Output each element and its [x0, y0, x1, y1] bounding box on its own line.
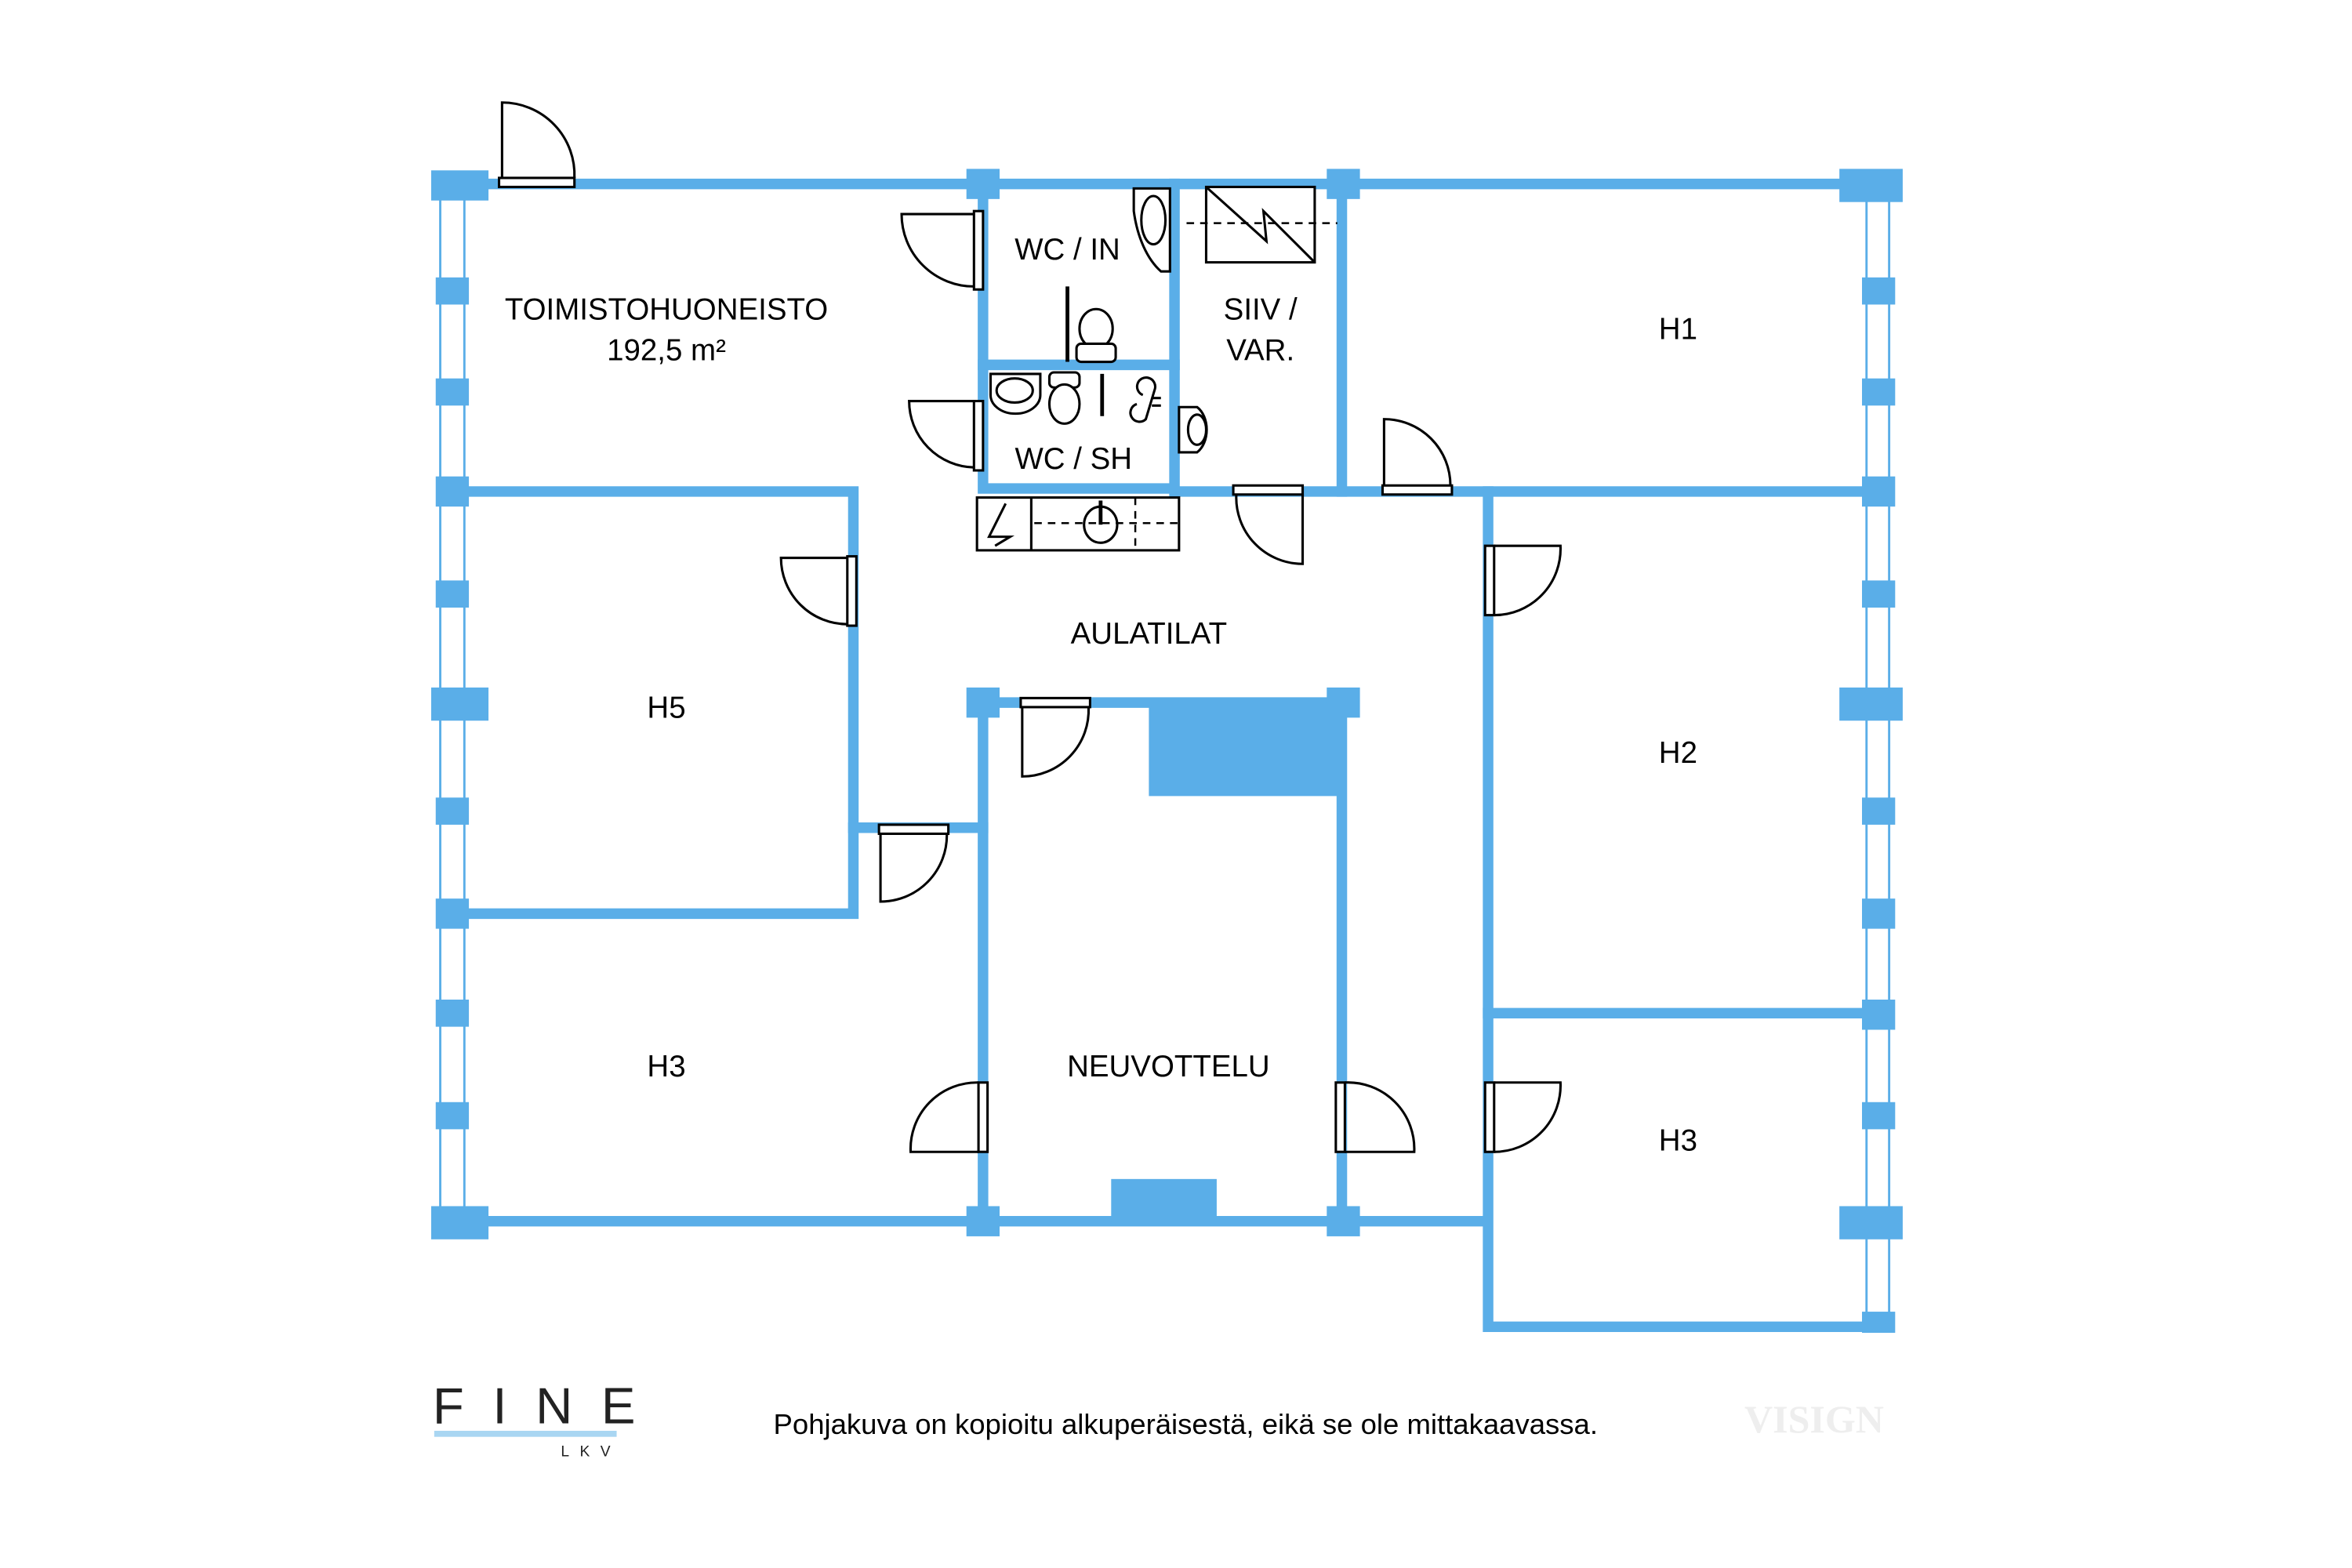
door-h3-right [1483, 1081, 1562, 1153]
fixtures [975, 185, 1338, 552]
watermark: VISIGN [1744, 1397, 1884, 1441]
door-wc-in [900, 209, 985, 291]
room-label-main: TOIMISTOHUONEISTO [505, 293, 828, 327]
room-label-h3-right: H3 [1659, 1123, 1697, 1157]
logo-subtext: LKV [561, 1444, 621, 1461]
brand-logo: FINE LKV [433, 1377, 664, 1461]
door-wc-sh [908, 400, 985, 472]
room-area: 192,5 m² [607, 334, 726, 368]
room-label-neuvottelu: NEUVOTTELU [1067, 1050, 1270, 1083]
door-siiv [1232, 484, 1305, 565]
door-h5-lower [877, 823, 950, 903]
walls [447, 178, 1887, 1333]
room-label-aula: AULATILAT [1071, 617, 1227, 651]
door-h2 [1483, 544, 1562, 617]
door-neuvottelu-top [1019, 696, 1091, 778]
room-labels: TOIMISTOHUONEISTO 192,5 m² WC / IN WC / … [505, 233, 1697, 1158]
room-label-wc-in: WC / IN [1014, 233, 1120, 267]
kitchenette-icon [975, 496, 1181, 552]
shower-icon [1129, 376, 1161, 423]
disclaimer: Pohjakuva on kopioitu alkuperäisestä, ei… [774, 1408, 1598, 1440]
room-label-h2: H2 [1659, 736, 1697, 770]
room-label-wc-sh: WC / SH [1014, 442, 1132, 476]
room-label-siiv: SIIV / [1224, 293, 1298, 327]
room-label-h5: H5 [647, 691, 685, 724]
door-entrance [498, 101, 576, 189]
door-neuvottelu-right [1334, 1081, 1416, 1153]
sink-icon [1178, 405, 1208, 454]
room-label-h1: H1 [1659, 313, 1697, 347]
doors [498, 101, 1562, 1153]
toilet-icon [1065, 286, 1117, 364]
door-h3-left [909, 1081, 989, 1153]
room-label-h3-left: H3 [647, 1050, 685, 1083]
door-h1 [1381, 418, 1454, 496]
sink-icon [989, 372, 1042, 416]
toilet-icon [1047, 371, 1105, 425]
door-h5 [779, 555, 858, 627]
cleaning-cabinet-icon [1186, 185, 1338, 264]
room-label-var: VAR. [1226, 334, 1294, 368]
columns [431, 169, 1903, 1333]
sink-icon [1132, 187, 1171, 273]
logo-text: FINE [433, 1377, 664, 1434]
